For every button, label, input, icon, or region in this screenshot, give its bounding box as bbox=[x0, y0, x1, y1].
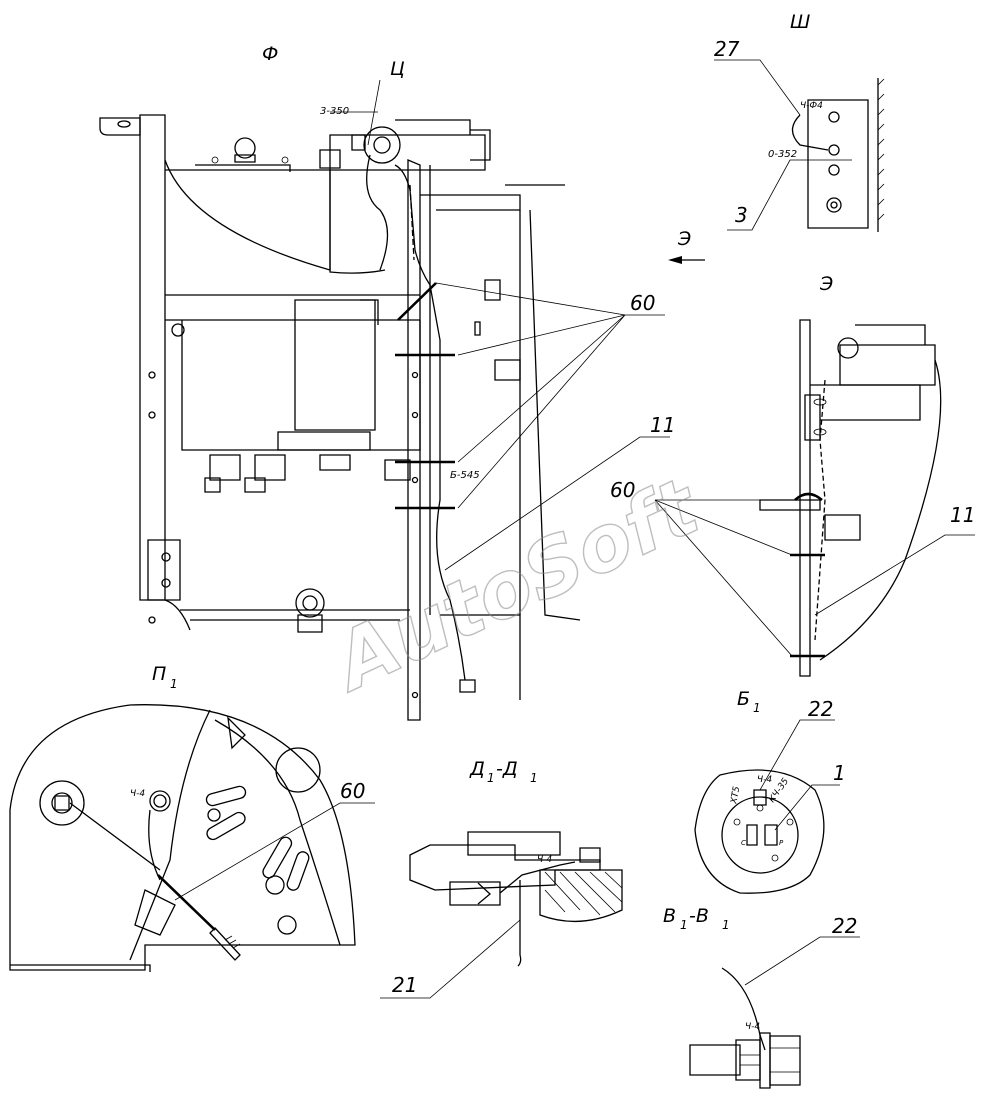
view-label-e: Э bbox=[819, 273, 833, 295]
view-label-v1-sub2: 1 bbox=[722, 918, 730, 932]
callout-numbers: 27 3 60 11 60 11 60 22 1 21 22 bbox=[340, 37, 975, 997]
wire-4-4-p: Ч-4 bbox=[130, 789, 145, 799]
view-label-v1-dash: -В bbox=[689, 905, 709, 927]
wire-4-4-d: Ч-4 bbox=[537, 855, 552, 865]
view-label-b1: Б bbox=[737, 688, 750, 710]
view-label-sh: Ш bbox=[790, 11, 810, 33]
view-label-f: Ф bbox=[262, 43, 278, 65]
callout-60-e: 60 bbox=[610, 478, 635, 502]
view-label-d1-sub2: 1 bbox=[530, 771, 538, 785]
view-sh-connector bbox=[714, 59, 885, 232]
view-labels: Ф Ц Ш Э Э П 1 Б 1 Д 1 -Д 1 В 1 -В 1 bbox=[152, 11, 833, 932]
view-label-v1-sub: 1 bbox=[680, 918, 688, 932]
view-label-p1: П bbox=[152, 663, 166, 685]
view-label-p1-sub: 1 bbox=[170, 677, 178, 691]
view-p1-detail bbox=[9, 704, 375, 972]
view-d1-section bbox=[380, 831, 623, 999]
callout-22-v: 22 bbox=[832, 914, 857, 938]
wire-4-4-b: Ч-4 bbox=[757, 775, 772, 785]
watermark: AutoSoft bbox=[317, 461, 714, 710]
pin-r: Р bbox=[779, 839, 784, 847]
callout-1-b: 1 bbox=[833, 761, 846, 785]
view-label-b1-sub: 1 bbox=[753, 701, 761, 715]
wire-3-350: 3-350 bbox=[320, 106, 349, 117]
wire-xt5: ХТ5 bbox=[729, 785, 742, 805]
wire-b-545: Б-545 bbox=[450, 470, 480, 481]
main-assembly-view bbox=[99, 79, 705, 721]
view-e-side bbox=[654, 319, 975, 677]
view-label-d1-dash: -Д bbox=[496, 758, 518, 780]
callout-21-d: 21 bbox=[392, 973, 417, 997]
view-label-e-arrow: Э bbox=[677, 228, 691, 250]
callout-11-e: 11 bbox=[950, 503, 975, 527]
view-label-v1: В bbox=[663, 905, 676, 927]
callout-11-main: 11 bbox=[650, 413, 675, 437]
wire-0-352: 0-352 bbox=[768, 149, 797, 160]
view-label-d1: Д bbox=[469, 758, 485, 780]
view-b1-sensor bbox=[694, 719, 840, 894]
callout-60-main: 60 bbox=[630, 291, 655, 315]
view-label-d1-sub: 1 bbox=[487, 771, 495, 785]
pin-c: С bbox=[741, 839, 746, 847]
callout-27: 27 bbox=[714, 37, 740, 61]
callout-22-b: 22 bbox=[808, 697, 833, 721]
callout-3: 3 bbox=[735, 203, 748, 227]
view-v1-section bbox=[689, 936, 860, 1089]
view-label-ts: Ц bbox=[390, 58, 405, 80]
wire-4f4: Ч-Ф4 bbox=[800, 101, 823, 111]
callout-60-p: 60 bbox=[340, 779, 365, 803]
wire-4-4-v: Ч-4 bbox=[745, 1022, 760, 1032]
